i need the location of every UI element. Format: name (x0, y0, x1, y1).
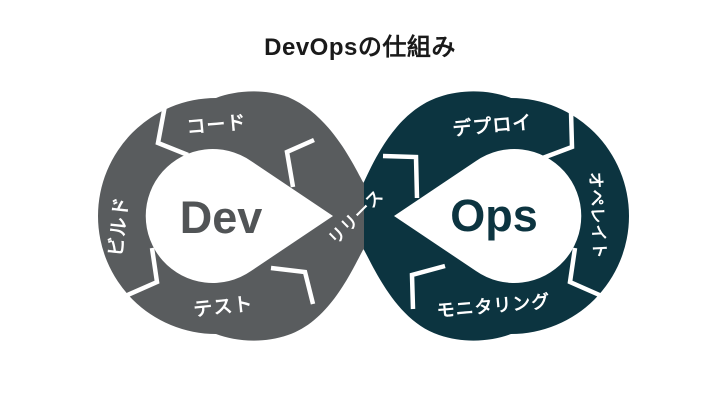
segment-divider-release-deploy (382, 153, 420, 199)
page-title: DevOpsの仕組み (264, 33, 456, 61)
segment-label-operate: オペレイト (586, 172, 609, 260)
segment-label-code: コード (186, 112, 248, 138)
ops-center-label: Ops (450, 190, 538, 241)
segment-divider-deploy-operate (539, 110, 575, 162)
segment-divider-test-release (270, 265, 316, 305)
dev-center-label: Dev (180, 192, 263, 243)
segment-divider-release-code (284, 137, 315, 188)
dev-ring (98, 91, 364, 341)
segment-divider-monitoring-release (409, 263, 446, 310)
ops-ring (363, 91, 629, 341)
segment-divider-code-build (155, 99, 189, 158)
segment-divider-build-test (122, 247, 160, 300)
segment-divider-operate-monitoring (567, 247, 605, 300)
